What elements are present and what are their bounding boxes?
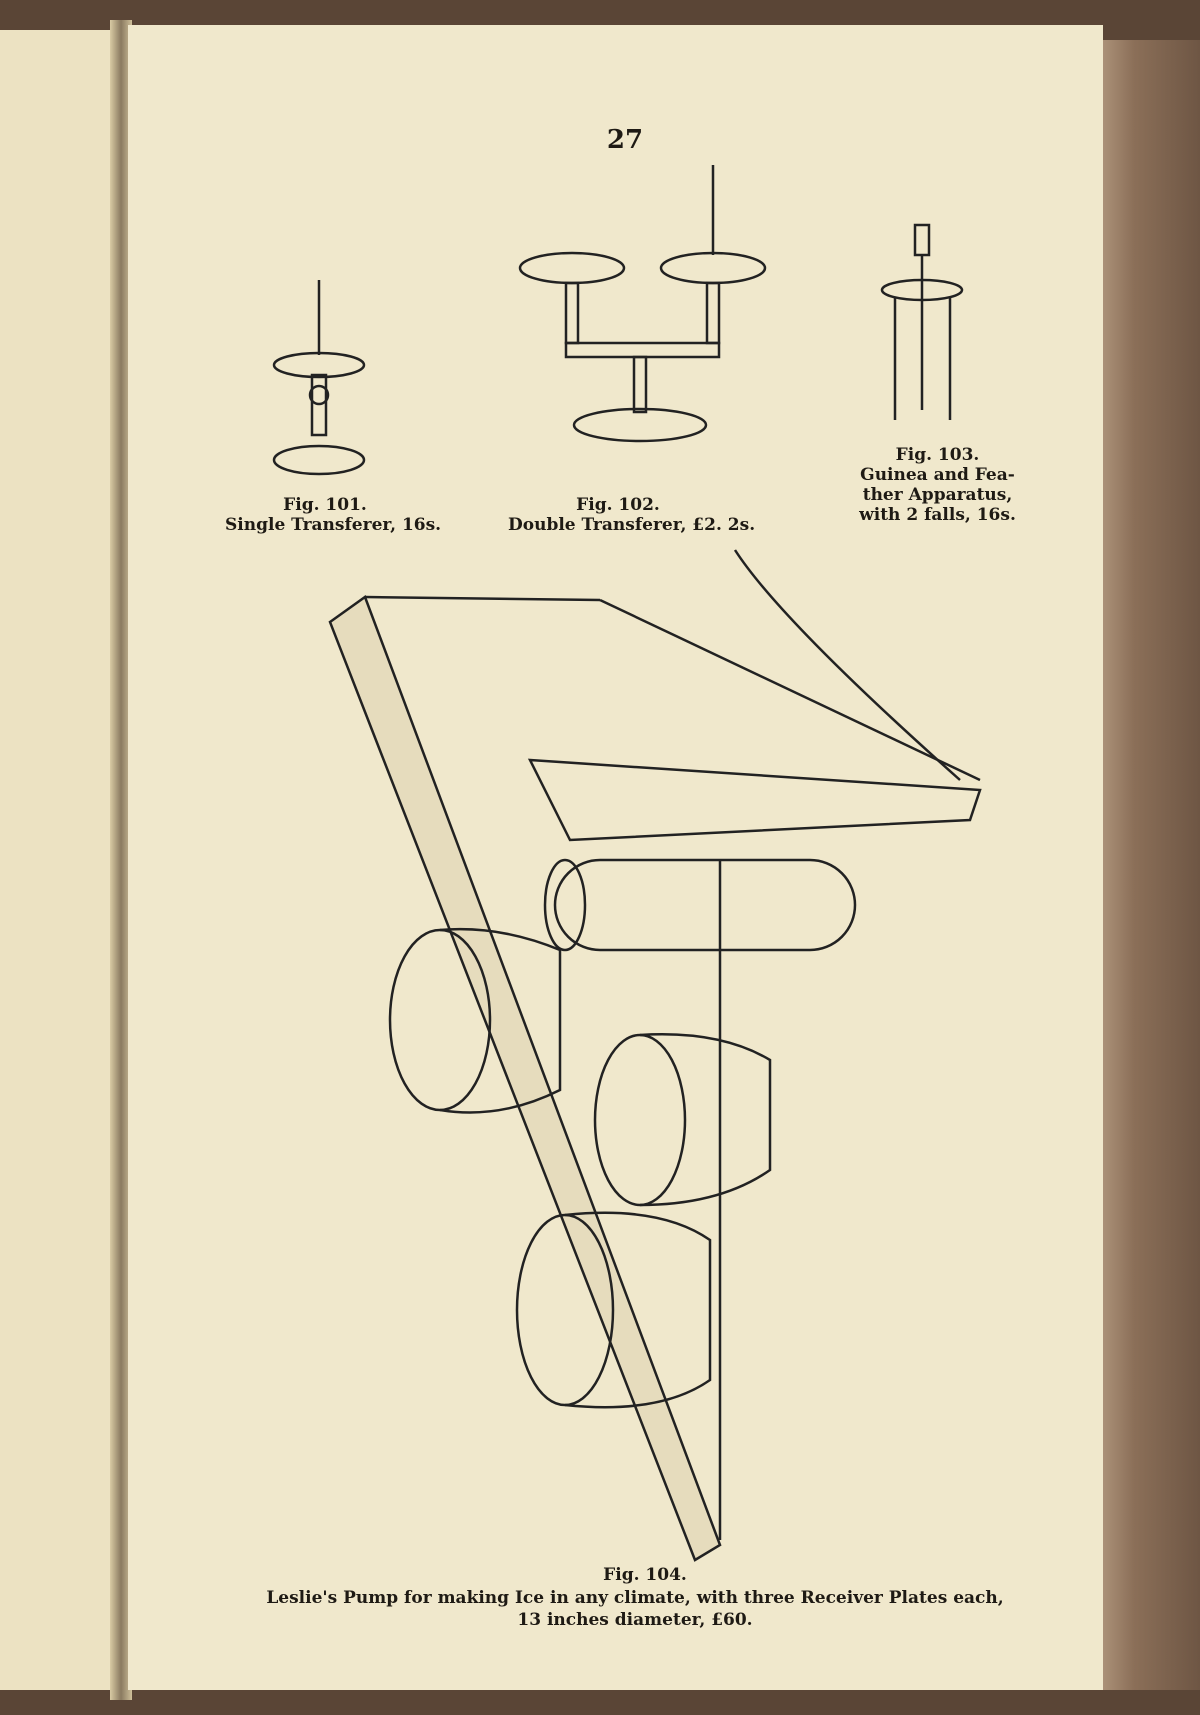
fig-104-leslies-pump-drawing — [328, 549, 982, 1562]
fig-102-number: Fig. 102. — [576, 495, 660, 515]
fig-104-number: Fig. 104. — [603, 1565, 687, 1585]
fig-102-caption: Double Transferer, £2. 2s. — [508, 515, 756, 535]
fig-103-guinea-feather-drawing — [880, 223, 964, 420]
fig-101-caption: Single Transferer, 16s. — [225, 515, 442, 535]
right-page — [128, 25, 1103, 1690]
fig-103-caption-line-2: ther Apparatus, — [862, 485, 1013, 505]
fig-103-caption-line-3: with 2 falls, 16s. — [859, 505, 1016, 525]
fig-103-number: Fig. 103. — [895, 445, 980, 465]
fig-104-caption-line-1: Leslie's Pump for making Ice in any clim… — [266, 1588, 1004, 1608]
fig-101-number: Fig. 101. — [283, 495, 367, 515]
fig-101-single-transferer-drawing — [272, 280, 366, 476]
fig-102-double-transferer-drawing — [518, 165, 767, 443]
left-page — [0, 30, 122, 1690]
book-cover-edge — [1090, 40, 1200, 1690]
page-number: 27 — [606, 125, 644, 155]
fig-103-caption-line-1: Guinea and Fea- — [860, 465, 1015, 485]
fig-104-caption-line-2: 13 inches diameter, £60. — [517, 1610, 753, 1630]
book-spine — [110, 20, 132, 1700]
